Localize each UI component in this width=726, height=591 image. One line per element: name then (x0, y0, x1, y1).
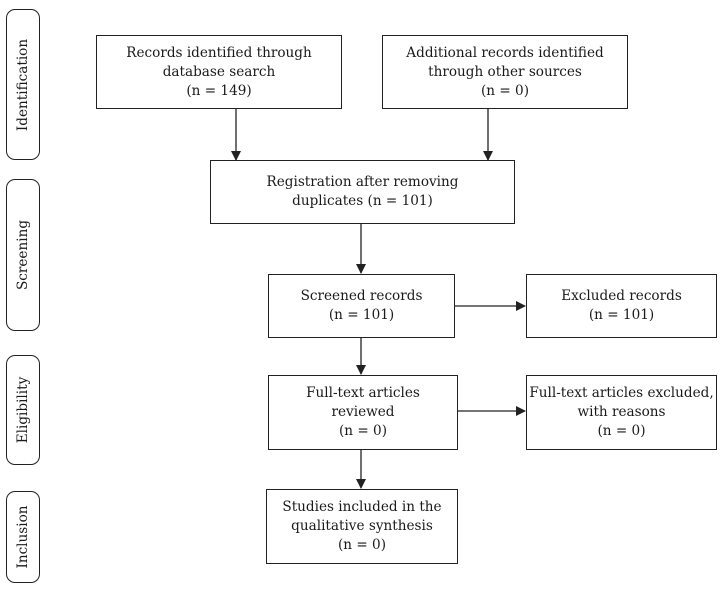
box-screened-records: Screened records (n = 101) (268, 274, 455, 338)
phase-identification-label: Identification (15, 38, 31, 131)
box-studies-included: Studies included in the qualitative synt… (266, 489, 458, 564)
box-excluded-records-line1: Excluded records (561, 288, 682, 304)
box-excluded-records-count: (n = 101) (588, 307, 655, 323)
box-fulltext-excluded-count: (n = 0) (597, 423, 646, 439)
phase-identification: Identification (6, 9, 40, 160)
phase-eligibility: Eligibility (6, 355, 40, 465)
box-fulltext-reviewed: Full-text articles reviewed (n = 0) (268, 375, 458, 450)
box-studies-included-line2: qualitative synthesis (291, 518, 433, 534)
phase-inclusion-label: Inclusion (15, 505, 31, 569)
box-fulltext-excluded-line2: with reasons (577, 404, 666, 420)
box-registration-line1: Registration after removing (266, 174, 459, 190)
box-fulltext-excluded-line1: Full-text articles excluded, (529, 385, 714, 401)
box-registration-line2: duplicates (n = 101) (292, 193, 433, 209)
box-database-search-line2: database search (162, 63, 276, 80)
box-fulltext-reviewed-count: (n = 0) (338, 423, 388, 439)
box-registration: Registration after removing duplicates (… (210, 160, 515, 224)
box-other-sources-line2: through other sources (428, 63, 582, 80)
phase-eligibility-label: Eligibility (15, 376, 31, 444)
box-screened-records-count: (n = 101) (328, 307, 395, 323)
box-database-search-count: (n = 149) (186, 82, 252, 99)
box-fulltext-reviewed-line2: reviewed (331, 404, 395, 420)
box-studies-included-count: (n = 0) (337, 537, 387, 553)
phase-screening-label: Screening (15, 219, 31, 291)
box-database-search-line1: Records identified through (126, 44, 312, 61)
box-database-search: Records identified through database sear… (96, 35, 342, 109)
box-fulltext-excluded: Full-text articles excluded, with reason… (526, 375, 717, 450)
phase-inclusion: Inclusion (6, 491, 40, 583)
box-other-sources-count: (n = 0) (480, 82, 530, 99)
phase-screening: Screening (6, 179, 40, 331)
box-other-sources-line1: Additional records identified (406, 44, 604, 61)
box-studies-included-line1: Studies included in the (282, 499, 442, 515)
box-excluded-records: Excluded records (n = 101) (526, 274, 717, 338)
box-fulltext-reviewed-line1: Full-text articles (306, 385, 420, 401)
box-other-sources: Additional records identified through ot… (382, 35, 628, 109)
box-screened-records-line1: Screened records (300, 288, 423, 304)
